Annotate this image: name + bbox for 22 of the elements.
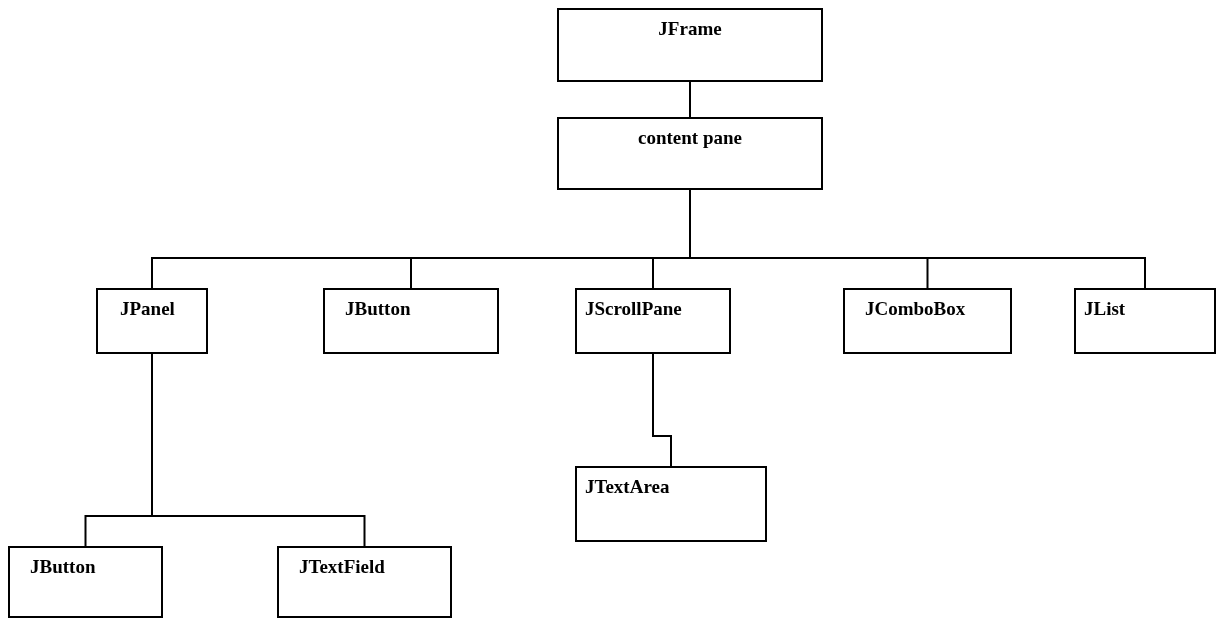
class-box bbox=[277, 546, 452, 618]
class-name: JTextField bbox=[299, 556, 385, 578]
class-name: JFrame bbox=[658, 18, 722, 40]
class-box bbox=[557, 117, 823, 190]
class-name: content pane bbox=[638, 127, 742, 149]
class-box bbox=[323, 288, 499, 354]
class-name: JButton bbox=[345, 298, 411, 320]
class-box bbox=[575, 288, 731, 354]
class-box bbox=[96, 288, 208, 354]
connector-line bbox=[652, 353, 672, 467]
class-name: JList bbox=[1084, 298, 1126, 320]
class-box bbox=[575, 466, 767, 542]
class-name: JTextArea bbox=[585, 476, 670, 498]
class-box bbox=[1074, 288, 1216, 354]
connector-line bbox=[689, 81, 691, 118]
class-name: JButton bbox=[30, 556, 96, 578]
class-name: JPanel bbox=[120, 298, 175, 320]
class-name: JScrollPane bbox=[585, 298, 682, 320]
class-name: JComboBox bbox=[865, 298, 966, 320]
class-box bbox=[557, 8, 823, 82]
class-box bbox=[843, 288, 1012, 354]
class-box bbox=[8, 546, 163, 618]
